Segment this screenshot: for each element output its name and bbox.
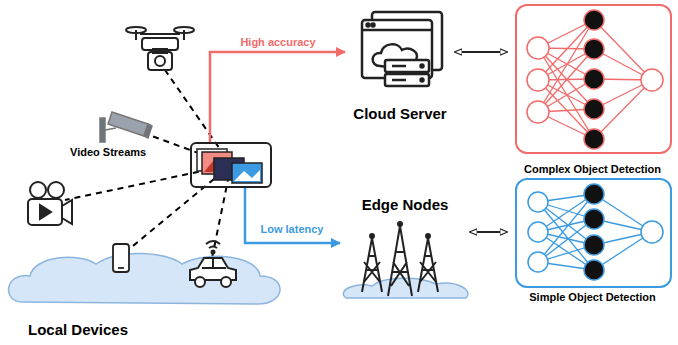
edge-tower-icons-part xyxy=(388,226,412,296)
image-stack xyxy=(197,149,262,183)
drone-icon-part xyxy=(140,33,180,35)
cloud-server-icon-part xyxy=(385,60,429,72)
neural-network xyxy=(527,10,663,280)
complex-detector: Complex Object Detection xyxy=(507,4,678,178)
network-link xyxy=(538,20,594,112)
neuron xyxy=(584,10,604,30)
cloud-server-icon xyxy=(362,12,442,86)
neuron xyxy=(641,221,663,243)
car-icon-part xyxy=(209,247,217,249)
detector-frame xyxy=(515,4,672,154)
device-caption: Video Streams xyxy=(68,146,148,159)
phone-icon-part xyxy=(113,244,129,272)
node-title: Local Devices xyxy=(28,321,128,338)
video-camera-icon-part xyxy=(62,200,72,224)
edge-tower-icons xyxy=(343,222,468,298)
car-icon-part xyxy=(221,277,231,287)
neuron xyxy=(584,99,604,119)
car-icon-part xyxy=(206,241,220,244)
neuron xyxy=(528,222,548,242)
neuron xyxy=(527,37,549,59)
neuron xyxy=(528,252,548,272)
neuron xyxy=(584,69,604,89)
video-camera-icon-part xyxy=(40,205,51,219)
cloud-server-icon-part xyxy=(421,79,424,82)
video-camera-icon-part xyxy=(30,182,46,198)
network-link xyxy=(538,48,594,139)
cloud-server-icon-part xyxy=(392,65,406,68)
connector xyxy=(210,52,345,142)
edge-tower-icons-part xyxy=(418,238,438,292)
cloud-server-icon-part xyxy=(367,24,370,27)
phone-icon-part xyxy=(118,267,124,269)
neuron xyxy=(527,101,549,123)
cloud-server-icon-part xyxy=(362,20,432,78)
connector xyxy=(455,51,507,53)
node-title: Cloud Server xyxy=(353,105,446,122)
drone-icon-part xyxy=(135,30,137,40)
cctv-camera-icon xyxy=(100,112,152,142)
car-icon-part xyxy=(190,258,236,280)
device-group: Local Devices xyxy=(0,0,278,342)
connector-label: Low latency xyxy=(259,223,326,236)
neuron xyxy=(641,69,663,91)
drone-icon-part xyxy=(155,56,165,66)
drone-icon-part xyxy=(148,52,172,70)
car-icon xyxy=(190,241,236,287)
node-title: Complex Object Detection xyxy=(524,163,661,176)
image-hub xyxy=(190,142,272,188)
neuron xyxy=(584,235,604,255)
neuron xyxy=(584,260,604,280)
drone-icon-part xyxy=(183,30,185,40)
connector xyxy=(245,188,340,243)
cctv-camera-icon-part xyxy=(100,118,105,142)
car-icon-part xyxy=(212,258,214,268)
edge-nodes: Edge Nodes xyxy=(340,196,470,296)
neuron xyxy=(584,209,604,229)
edge-tower-icons-part xyxy=(370,234,374,238)
drone-icon xyxy=(126,27,194,70)
cctv-camera-icon-part xyxy=(105,128,116,130)
video-camera-icon xyxy=(28,182,72,225)
cloud-server-icon-part xyxy=(421,65,424,68)
edge-tower-icons-part xyxy=(398,222,402,226)
car-icon-part xyxy=(202,267,226,269)
cloud-server: Cloud Server xyxy=(345,8,455,124)
cloud-server-icon-part xyxy=(372,24,375,27)
neuron xyxy=(584,129,604,149)
image-stack-part xyxy=(232,163,262,183)
car-icon-part xyxy=(212,251,215,254)
image-stack-part xyxy=(234,170,260,181)
phone-icon xyxy=(113,244,129,272)
detector-frame xyxy=(515,178,672,288)
video-camera-icon-part xyxy=(28,199,62,225)
edge-tower-icons-part xyxy=(426,234,430,238)
car-icon-part xyxy=(195,277,205,287)
local-cloud xyxy=(9,253,280,304)
cloud-server-icon-part xyxy=(362,29,432,32)
video-camera-icon-part xyxy=(48,182,64,198)
cloud-server-icon-part xyxy=(385,74,429,86)
cctv-camera-icon-part xyxy=(108,112,148,136)
cloud-server-icon-part xyxy=(392,79,406,82)
neuron xyxy=(527,69,549,91)
neuron xyxy=(528,192,548,212)
local-cloud-part xyxy=(9,253,280,304)
cctv-camera-icon-part xyxy=(144,124,152,138)
simple-detector: Simple Object Detection xyxy=(507,178,678,308)
drone-icon-part xyxy=(153,49,167,53)
neuron xyxy=(584,184,604,204)
neuron xyxy=(584,39,604,59)
device-links xyxy=(65,70,231,258)
node-title: Edge Nodes xyxy=(362,196,449,213)
edge-tower-icons-part xyxy=(362,238,382,292)
node-title: Simple Object Detection xyxy=(529,291,656,304)
connector xyxy=(470,231,507,233)
connector-label: High accuracy xyxy=(238,36,317,49)
